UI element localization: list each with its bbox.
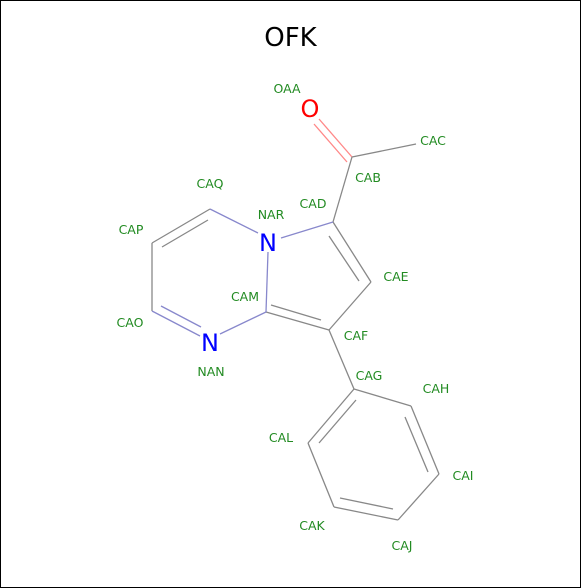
nitrogen-symbol-nar: N <box>259 229 277 257</box>
bond-oaa-cab <box>318 118 353 158</box>
atom-label: CAM <box>231 289 259 304</box>
bond-cad-cae-inner <box>328 235 360 282</box>
bond-cad-cae <box>332 221 372 283</box>
atom-label: CAI <box>453 468 474 483</box>
atom-label: CAB <box>355 170 381 185</box>
nitrogen-symbol-nan: N <box>201 329 219 357</box>
atom-label: NAR <box>258 207 285 222</box>
bond-nar-caq <box>209 208 259 234</box>
bond-oaa-cab-double <box>313 123 348 163</box>
atom-label: CAQ <box>197 176 224 191</box>
bond-caf-cam <box>265 311 330 331</box>
atom-label: CAC <box>420 133 446 148</box>
bond-caj-cak-inner <box>339 497 394 510</box>
atom-label: CAO <box>117 315 144 330</box>
bond-caq-cap <box>151 208 211 244</box>
bond-caj-cak <box>333 506 399 521</box>
bond-caf-cam-inner <box>270 304 322 321</box>
bond-cag-cah <box>353 388 412 407</box>
bond-cam-nar <box>265 251 269 313</box>
bond-cal-cag-inner <box>318 399 357 444</box>
atom-label: CAH <box>423 381 450 396</box>
atom-label: CAP <box>119 222 144 237</box>
bond-cal-cag <box>307 388 355 444</box>
atom-label: CAJ <box>392 538 413 553</box>
bond-cah-cai <box>410 405 440 475</box>
atom-label: NAN <box>197 364 224 379</box>
bond-cai-caj <box>397 473 440 521</box>
bond-cae-caf <box>328 281 372 331</box>
atom-label: OAA <box>273 81 301 96</box>
bond-cak-cal <box>307 442 335 508</box>
bond-cao-nan-inner <box>160 305 202 328</box>
oxygen-symbol: O <box>301 95 320 123</box>
bond-caf-cag <box>328 329 355 390</box>
atom-label: CAF <box>344 328 368 343</box>
bond-caq-cap-inner <box>161 219 209 248</box>
bond-cab-cac <box>351 143 417 158</box>
bond-cah-cai-inner <box>404 416 429 473</box>
bond-nan-cam <box>219 311 267 335</box>
atom-label: CAL <box>269 430 293 445</box>
bond-nar-cad <box>280 221 334 239</box>
bonds <box>151 118 440 521</box>
atom-label: CAE <box>383 269 408 284</box>
bond-cab-cad <box>332 156 353 223</box>
bond-cao-nan <box>151 310 201 337</box>
atom-label: CAD <box>300 196 327 211</box>
atom-label: CAG <box>356 368 383 383</box>
molecule-title: OFK <box>264 23 317 53</box>
atom-label: CAK <box>299 518 325 533</box>
